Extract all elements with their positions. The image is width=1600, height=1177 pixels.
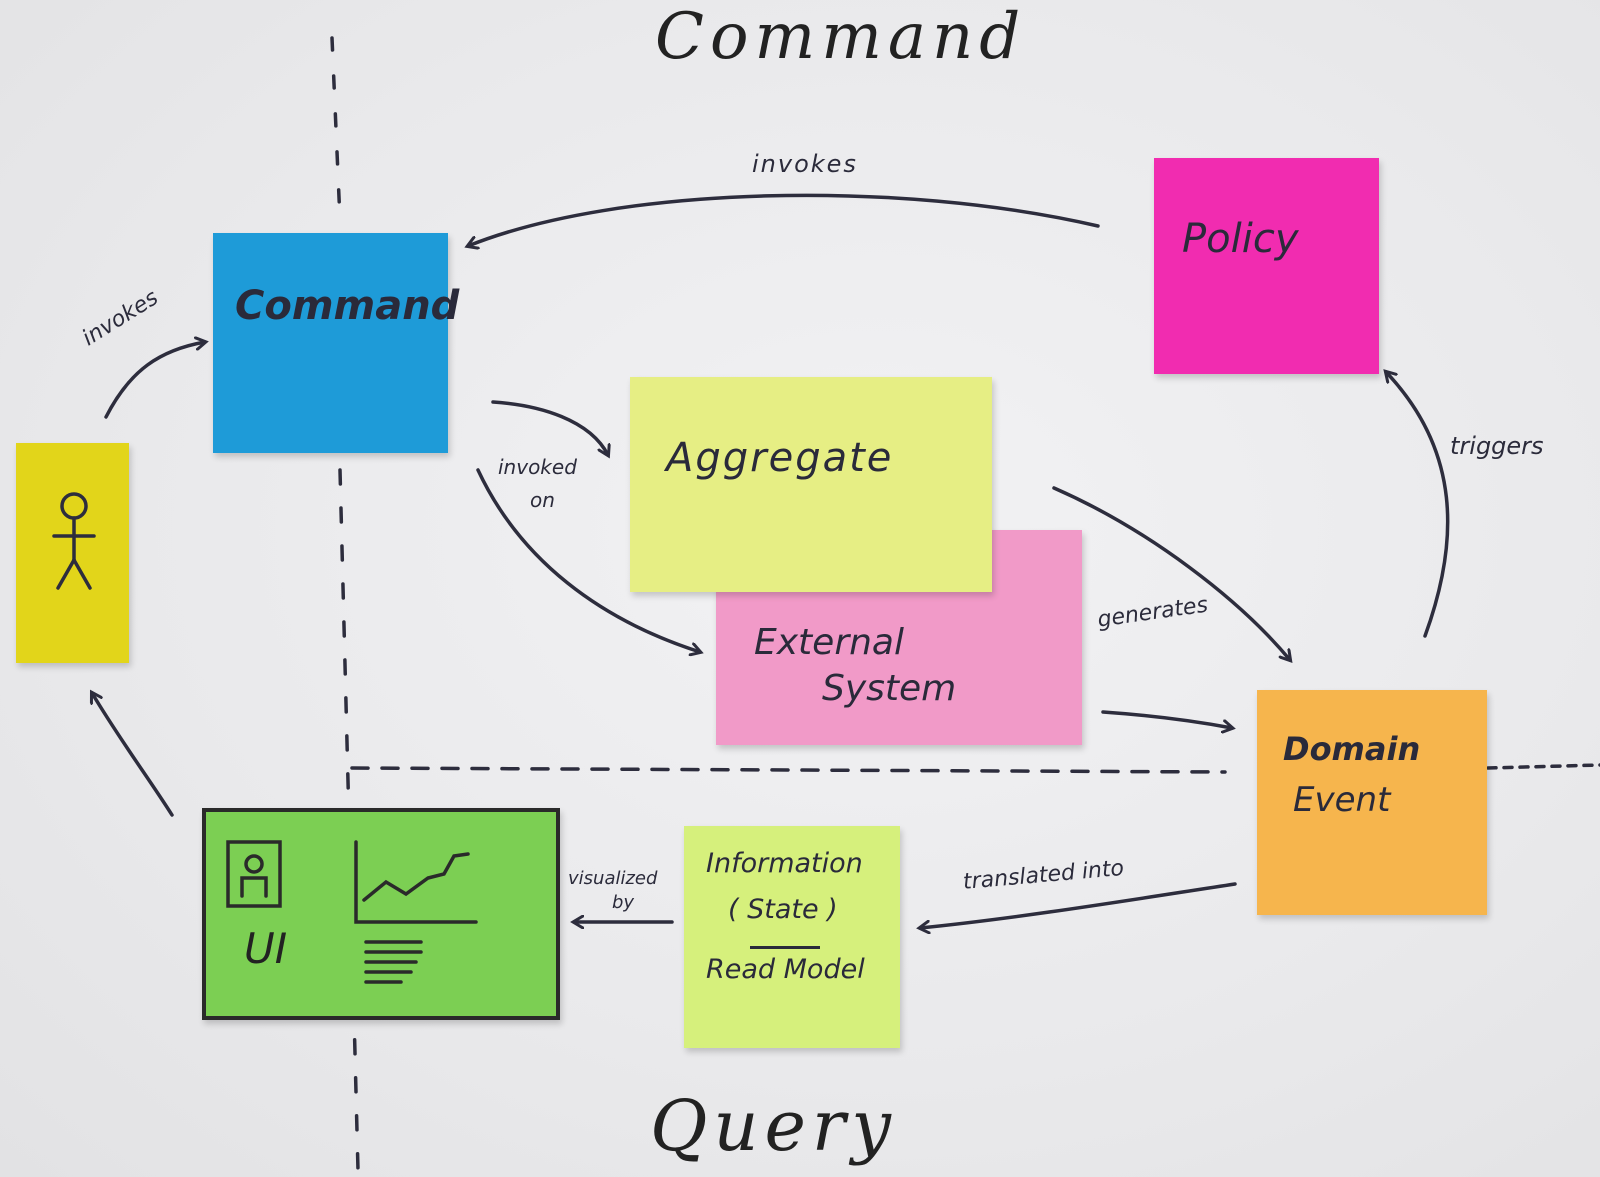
vertical-divider-top xyxy=(330,36,342,222)
chart-axis xyxy=(354,840,478,924)
arrow-command-to-external xyxy=(476,468,700,652)
label-invoked-on-line2: on xyxy=(530,488,555,512)
label-visualized-by-line2: by xyxy=(612,892,635,913)
policy-note: Policy xyxy=(1154,158,1379,374)
ui-note: UI xyxy=(202,808,560,1020)
command-note-label: Command xyxy=(235,283,460,329)
label-invoked-on-line1: invoked xyxy=(498,455,577,479)
label-invokes-top: invokes xyxy=(752,150,858,178)
arrow-event-to-readmodel xyxy=(920,882,1237,928)
profile-frame xyxy=(226,840,282,908)
chart-line xyxy=(362,852,470,902)
stick-figure-icon xyxy=(52,492,96,590)
arrow-external-to-event xyxy=(1101,710,1232,728)
read-model-line1: Information xyxy=(706,848,863,879)
quadrant-query-title: Query xyxy=(650,1085,897,1167)
policy-note-label: Policy xyxy=(1182,216,1299,262)
command-note: Command xyxy=(213,233,459,453)
external-system-line1: External xyxy=(754,622,904,663)
read-model-note: Information ( State ) Read Model xyxy=(684,826,900,1048)
horizontal-divider-right xyxy=(1486,763,1600,770)
ui-sketch xyxy=(226,840,478,984)
user-avatar-icon xyxy=(244,854,264,874)
aggregate-note-label: Aggregate xyxy=(666,435,894,481)
domain-event-line2: Event xyxy=(1293,780,1391,820)
arrow-actor-to-command xyxy=(104,342,205,419)
read-model-line2: ( State ) xyxy=(728,894,838,925)
external-system-line2: System xyxy=(822,668,957,709)
arrow-event-to-policy xyxy=(1386,372,1450,638)
label-visualized-by-line1: visualized xyxy=(568,868,658,889)
actor-note xyxy=(16,443,129,663)
domain-event-note: Domain Event xyxy=(1257,690,1487,915)
horizontal-divider xyxy=(350,766,1227,774)
arrow-aggregate-to-event xyxy=(1052,486,1290,660)
domain-event-line1: Domain xyxy=(1283,730,1421,768)
read-model-divider xyxy=(750,946,820,949)
label-triggers: triggers xyxy=(1450,432,1544,460)
quadrant-command-title: Command xyxy=(655,0,1027,74)
read-model-line3: Read Model xyxy=(706,954,865,985)
aggregate-note: Aggregate xyxy=(630,377,992,592)
arrow-ui-to-actor xyxy=(92,693,174,817)
arrow-command-to-aggregate xyxy=(491,400,608,455)
arrow-policy-to-command xyxy=(468,193,1100,246)
ui-note-label: UI xyxy=(244,924,288,973)
